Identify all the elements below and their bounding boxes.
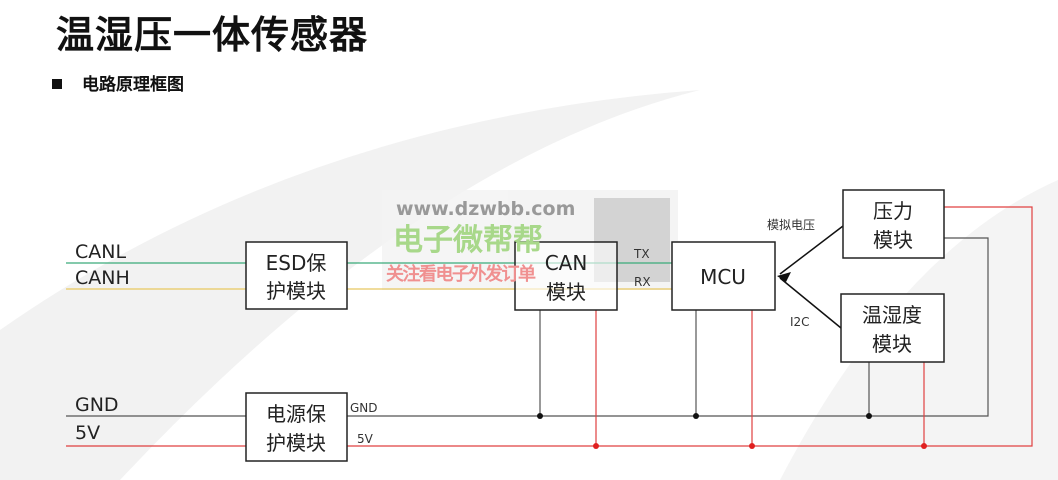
svg-text:CAN: CAN <box>545 251 588 275</box>
junction-dots <box>537 413 927 449</box>
svg-text:温湿度: 温湿度 <box>862 303 922 327</box>
svg-text:护模块: 护模块 <box>266 279 326 303</box>
gnd-out-label: GND <box>350 401 378 415</box>
section-heading-text: 电路原理框图 <box>82 75 184 95</box>
pressure-module-block: 压力 模块 <box>842 189 945 259</box>
watermark-url: www.dzwbb.com <box>396 198 575 220</box>
tx-label: TX <box>633 247 650 261</box>
esd-protection-block: ESD保 护模块 <box>245 241 348 310</box>
canl-label: CANL <box>75 241 126 263</box>
svg-text:模块: 模块 <box>872 332 912 356</box>
i2c-label: I2C <box>790 315 810 329</box>
power-protection-block: 电源保 护模块 <box>245 392 348 462</box>
rx-label: RX <box>634 275 651 289</box>
svg-text:电源保: 电源保 <box>266 402 326 426</box>
svg-text:模块: 模块 <box>546 280 586 304</box>
svg-text:ESD保: ESD保 <box>266 251 327 275</box>
watermark: www.dzwbb.com 电子微帮帮 关注看电子外发订单 <box>386 198 575 285</box>
svg-text:MCU: MCU <box>700 265 746 289</box>
watermark-brand: 电子微帮帮 <box>393 223 543 258</box>
bullet-square-icon <box>52 79 62 89</box>
5v-wire <box>66 206 1033 447</box>
gnd-wire <box>66 237 989 417</box>
page-title: 温湿压一体传感器 <box>56 13 369 57</box>
watermark-slogan: 关注看电子外发订单 <box>386 263 536 285</box>
5v-out-label: 5V <box>357 432 374 446</box>
can-module-block: CAN 模块 <box>514 241 618 311</box>
svg-text:压力: 压力 <box>873 199 913 223</box>
mcu-block: MCU <box>671 241 776 311</box>
canh-label: CANH <box>75 267 130 289</box>
analog-voltage-label: 模拟电压 <box>767 218 815 232</box>
gnd-label: GND <box>75 394 119 416</box>
5v-label: 5V <box>75 422 100 444</box>
svg-text:模块: 模块 <box>873 228 913 252</box>
humidity-module-block: 温湿度 模块 <box>840 293 945 363</box>
svg-text:护模块: 护模块 <box>266 431 326 455</box>
arrow-head-icon <box>777 272 791 282</box>
section-heading: 电路原理框图 <box>52 70 184 95</box>
